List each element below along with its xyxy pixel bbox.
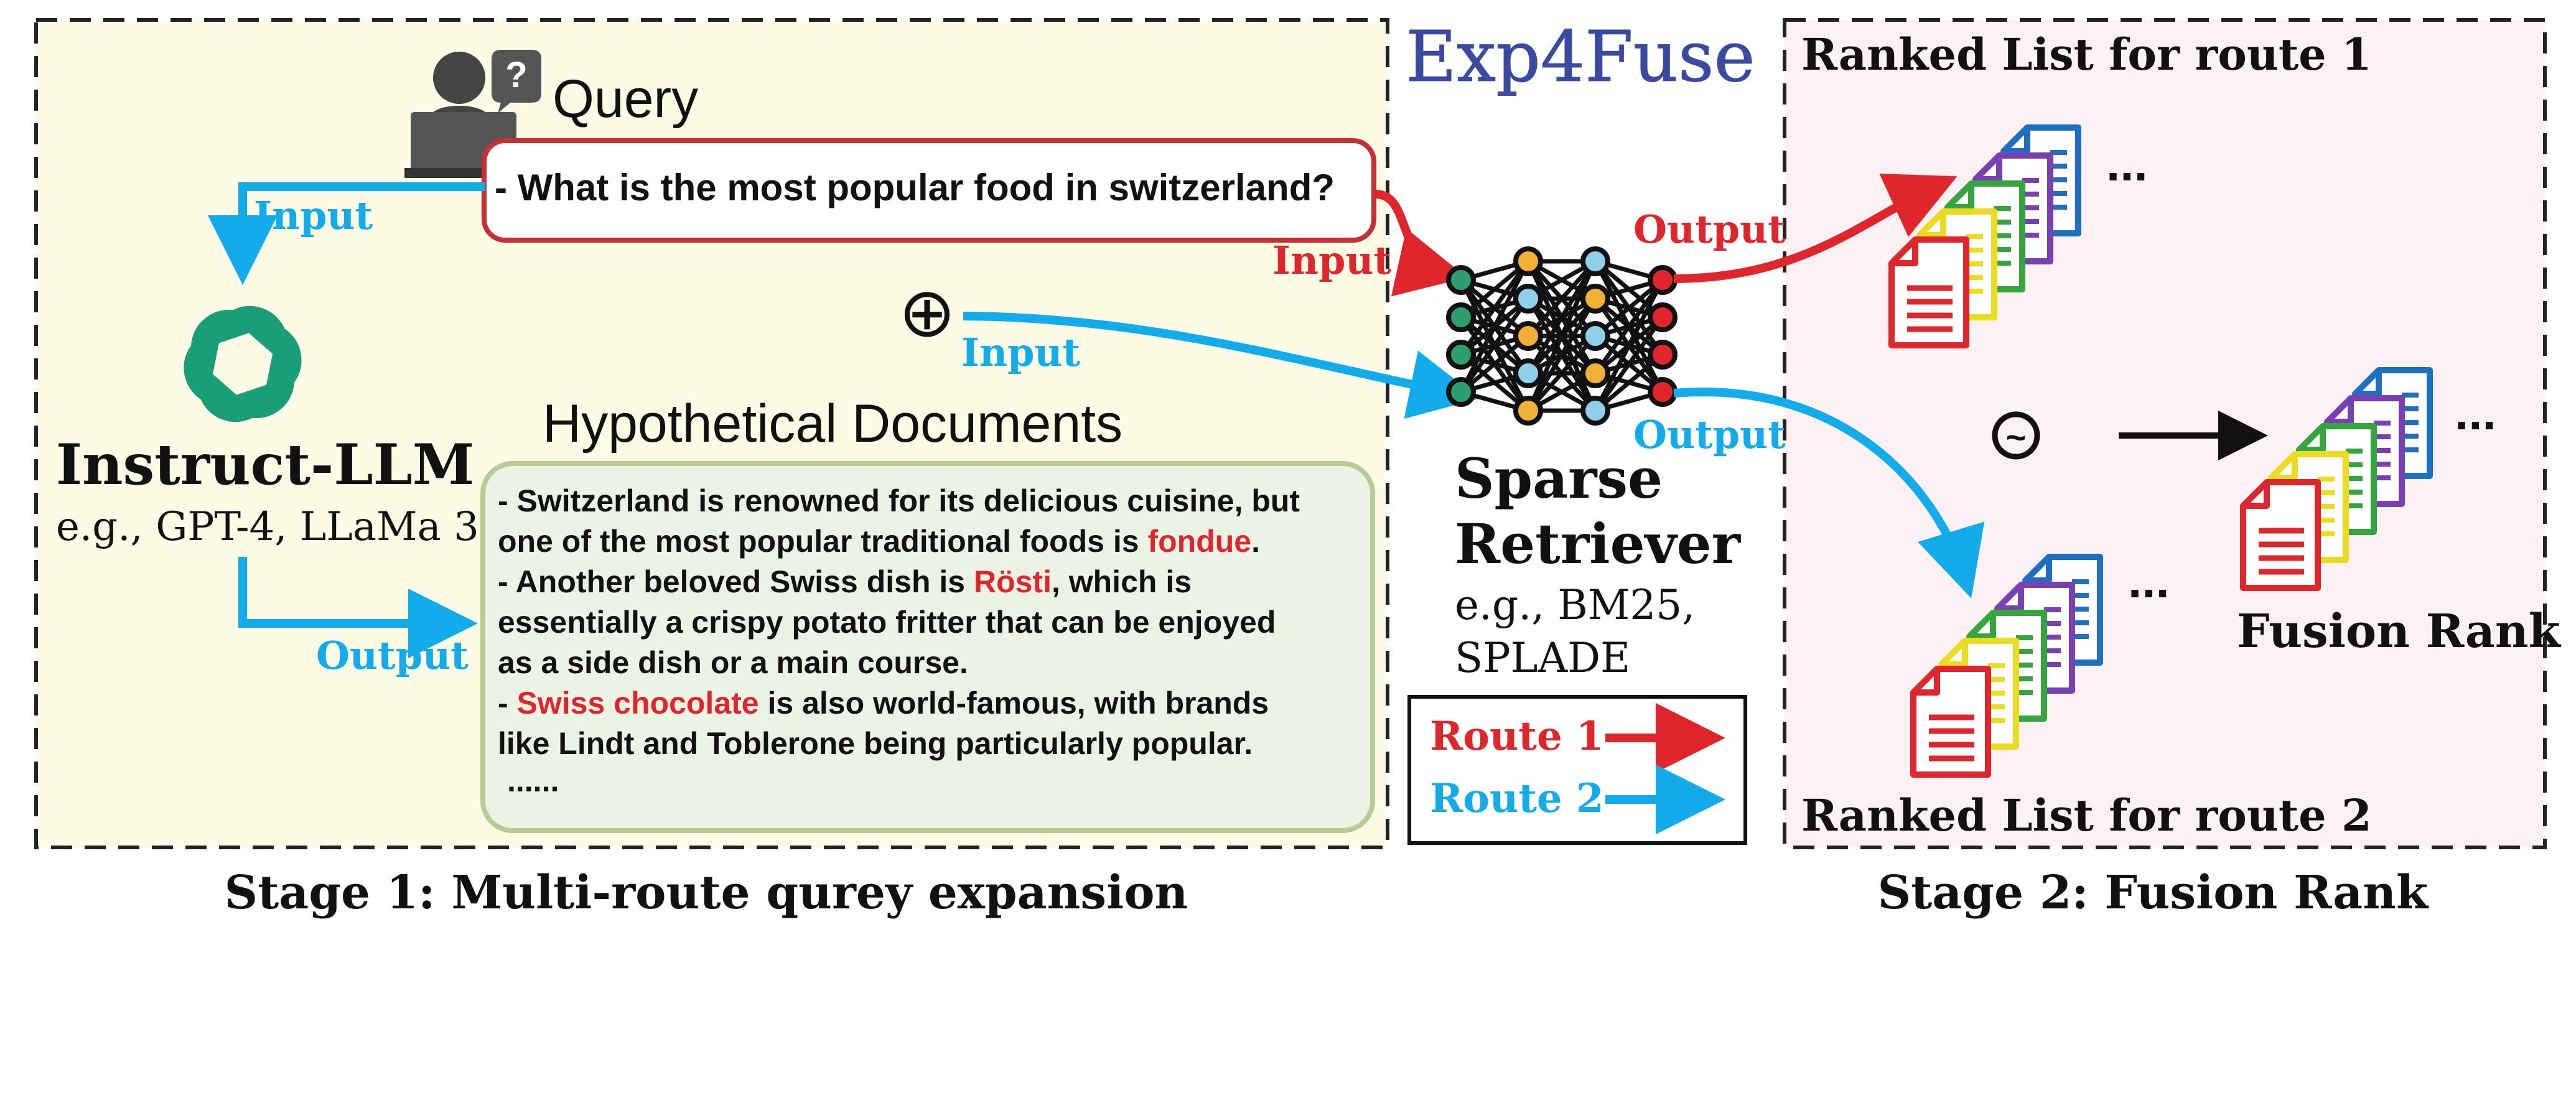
hyp-text-segment: like Lindt and Toblerone being particula…: [498, 726, 1253, 761]
network-node: [1446, 265, 1476, 295]
ranked-list-1-docs: [1888, 124, 2081, 348]
retriever-examples-1: e.g., BM25,: [1455, 581, 1695, 629]
stage1-caption: Stage 1: Multi-route qurey expansion: [225, 866, 1188, 920]
ranked-list-2-docs: [1910, 554, 2103, 778]
fusion-rank-ellipsis: ...: [2455, 385, 2496, 440]
hyp-doc-line: - Another beloved Swiss dish is Rösti, w…: [498, 564, 1192, 599]
legend-route2: Route 2: [1430, 775, 1604, 822]
hyp-text-segment: - Switzerland is renowned for its delici…: [498, 483, 1300, 518]
fusion-symbol-ring: [1992, 411, 2040, 460]
network-node: [1513, 358, 1543, 388]
ranked-list-2-ellipsis: ...: [2128, 552, 2170, 608]
route2-output-arrow: [1673, 388, 1985, 599]
retriever-line2: Retriever: [1455, 511, 1742, 576]
fusion-rank-label: Fusion Rank: [2237, 605, 2562, 658]
route1-output-arrow: [1673, 174, 1958, 283]
hyp-doc-line: essentially a crispy potato fritter that…: [498, 605, 1276, 640]
network-node: [1446, 302, 1476, 332]
hyp-doc-line: - Switzerland is renowned for its delici…: [498, 483, 1300, 518]
highlight-term: Swiss chocolate: [517, 686, 759, 720]
network-node: [1580, 246, 1610, 276]
network-node: [1580, 284, 1610, 314]
ranked-list-1-ellipsis: ...: [2106, 136, 2148, 191]
diagram-title: Exp4Fuse: [1406, 17, 1755, 98]
oplus-symbol: ⊕: [898, 274, 956, 351]
hyp-text-segment: as a side dish or a main course.: [498, 645, 968, 680]
highlight-term: fondue: [1147, 524, 1251, 559]
legend-route1: Route 1: [1430, 713, 1604, 760]
openai-icon: [184, 305, 302, 422]
stage2-caption: Stage 2: Fusion Rank: [1878, 866, 2429, 920]
query-label: Query: [553, 69, 698, 129]
route-legend: Route 1 Route 2: [1407, 695, 1747, 845]
document-icon: [2240, 479, 2321, 591]
input-label-route2: Input: [961, 330, 1081, 375]
network-node: [1446, 340, 1476, 370]
query-text: - What is the most popular food in switz…: [495, 167, 1335, 208]
network-node: [1513, 321, 1543, 351]
fusion-symbol: ~: [2006, 417, 2027, 457]
llm-name: Instruct-LLM: [56, 432, 475, 498]
hyp-docs-box: [480, 461, 1375, 833]
hyp-title: Hypothetical Documents: [543, 394, 1122, 454]
route2-input-arrow: [963, 312, 1480, 419]
route1-input-arrow: [1374, 190, 1467, 297]
hyp-text-segment: - Another beloved Swiss dish is: [498, 564, 974, 599]
network-node: [1648, 302, 1678, 332]
ranked-list-1-label: Ranked List for route 1: [1801, 29, 2372, 80]
network-node: [1513, 246, 1543, 276]
network-node: [1513, 284, 1543, 314]
hyp-text-segment: .: [1251, 524, 1260, 559]
highlight-term: Rösti: [974, 564, 1052, 599]
output-label-llm: Output: [316, 633, 469, 678]
hyp-doc-line: like Lindt and Toblerone being particula…: [498, 726, 1253, 761]
hyp-docs-text: - Switzerland is renowned for its delici…: [498, 483, 1300, 798]
retriever-line1: Sparse: [1455, 446, 1663, 511]
document-icon: [1888, 236, 1969, 348]
hyp-text-segment: essentially a crispy potato fritter that…: [498, 605, 1276, 640]
hyp-text-segment: , which is: [1052, 564, 1192, 599]
hyp-doc-line: one of the most popular traditional food…: [498, 524, 1260, 559]
output-label-route2: Output: [1633, 412, 1786, 457]
hyp-text-segment: -: [498, 686, 517, 720]
svg-text:?: ?: [505, 55, 527, 95]
output-label-route1: Output: [1633, 207, 1786, 252]
input-label-route1: Input: [1272, 238, 1392, 283]
hyp-doc-line: as a side dish or a main course.: [498, 645, 968, 680]
network-node: [1648, 340, 1678, 370]
llm-examples: e.g., GPT-4, LLaMa 3: [56, 504, 479, 550]
neural-network-icon: [1446, 246, 1678, 426]
hyp-text-segment: is also world-famous, with brands: [759, 686, 1269, 720]
output-arrow-llm: [238, 557, 478, 658]
network-node: [1580, 358, 1610, 388]
hyp-ellipsis: ......: [507, 763, 559, 798]
input-label-llm: Input: [254, 193, 373, 238]
network-node: [1648, 377, 1678, 407]
hyp-text-segment: one of the most popular traditional food…: [498, 524, 1147, 559]
document-icon: [1910, 666, 1991, 778]
network-node: [1580, 321, 1610, 351]
input-arrow-llm: [208, 182, 485, 285]
retriever-examples-2: SPLADE: [1455, 634, 1630, 682]
hyp-doc-line: - Swiss chocolate is also world-famous, …: [498, 686, 1269, 720]
network-node: [1446, 377, 1476, 407]
network-node: [1513, 396, 1543, 426]
ranked-list-2-label: Ranked List for route 2: [1801, 790, 2372, 841]
network-node: [1648, 265, 1678, 295]
fusion-rank-docs: [2240, 367, 2433, 591]
network-node: [1580, 396, 1610, 426]
